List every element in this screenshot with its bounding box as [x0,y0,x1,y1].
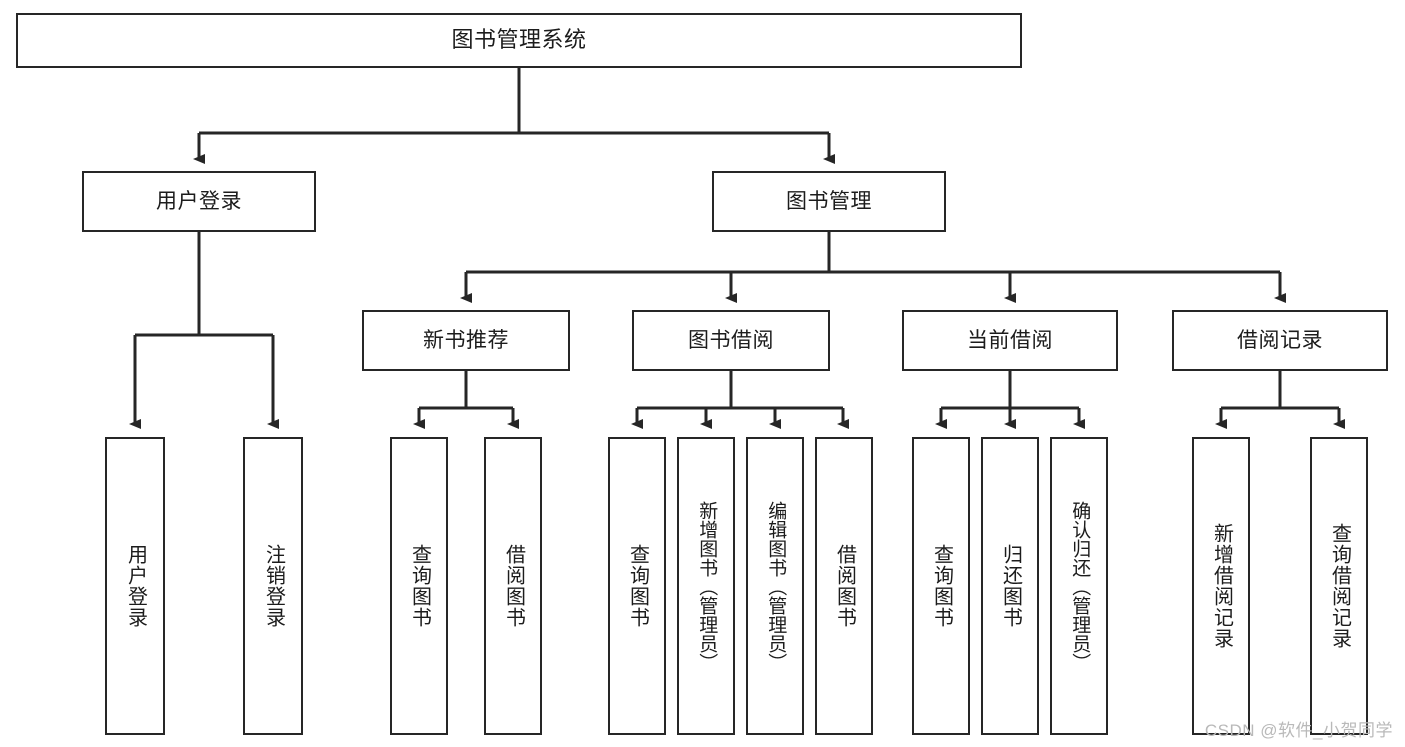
node-label: 查询图书 [408,544,431,628]
leaf-return-book[interactable]: 归还图书 [981,437,1039,735]
leaf-borrow-book-new[interactable]: 借阅图书 [484,437,542,735]
node-new-book-recommend[interactable]: 新书推荐 [362,310,570,371]
watermark: CSDN @软件_小贺同学 [1204,721,1393,740]
node-label: 查询图书 [930,544,953,628]
node-label: 新增图书（管理员） [696,500,718,672]
node-label: 查询图书 [626,544,649,628]
leaf-confirm-return-admin[interactable]: 确认归还（管理员） [1050,437,1108,735]
leaf-query-book[interactable]: 查询图书 [608,437,666,735]
node-borrow-record[interactable]: 借阅记录 [1172,310,1388,371]
node-label: 当前借阅 [967,328,1053,352]
leaf-logout[interactable]: 注销登录 [243,437,303,735]
node-label: 确认归还（管理员） [1069,500,1091,672]
node-label: 用户登录 [124,544,147,628]
node-label: 图书管理 [786,189,872,213]
leaf-query-borrow-record[interactable]: 查询借阅记录 [1310,437,1368,735]
leaf-user-login[interactable]: 用户登录 [105,437,165,735]
node-book-borrow[interactable]: 图书借阅 [632,310,830,371]
node-label: 图书借阅 [688,328,774,352]
node-book-management[interactable]: 图书管理 [712,171,946,232]
node-label: 新增借阅记录 [1210,523,1233,649]
leaf-edit-book-admin[interactable]: 编辑图书（管理员） [746,437,804,735]
node-label: 查询借阅记录 [1328,523,1351,649]
node-current-borrow[interactable]: 当前借阅 [902,310,1118,371]
node-root-library-system[interactable]: 图书管理系统 [16,13,1022,68]
leaf-add-book-admin[interactable]: 新增图书（管理员） [677,437,735,735]
node-label: 借阅图书 [833,544,856,628]
node-label: 用户登录 [156,189,242,213]
node-label: 新书推荐 [423,328,509,352]
node-label: 借阅记录 [1237,328,1323,352]
leaf-borrow-book[interactable]: 借阅图书 [815,437,873,735]
leaf-add-borrow-record[interactable]: 新增借阅记录 [1192,437,1250,735]
leaf-query-book-new[interactable]: 查询图书 [390,437,448,735]
node-label: 编辑图书（管理员） [765,500,787,672]
node-user-login[interactable]: 用户登录 [82,171,316,232]
node-label: 归还图书 [999,544,1022,628]
leaf-query-book-current[interactable]: 查询图书 [912,437,970,735]
node-label: 借阅图书 [502,544,525,628]
node-label: 图书管理系统 [451,27,587,53]
node-label: 注销登录 [262,544,285,628]
